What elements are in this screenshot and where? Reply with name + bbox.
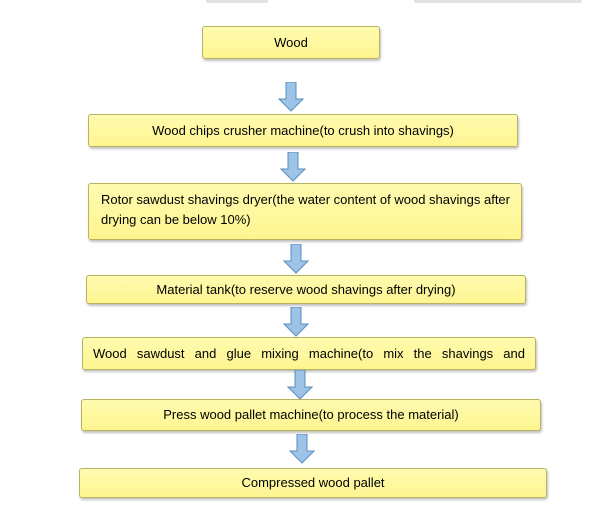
down-arrow-icon <box>287 370 313 400</box>
down-arrow-icon <box>289 434 315 464</box>
down-arrow-icon <box>278 82 304 112</box>
step-material-tank: Material tank(to reserve wood shavings a… <box>86 275 526 304</box>
step-press: Press wood pallet machine(to process the… <box>81 399 541 431</box>
step-mixing: Wood sawdust and glue mixing machine(to … <box>82 337 536 370</box>
step-crusher-label: Wood chips crusher machine(to crush into… <box>152 122 454 138</box>
step-dryer-label: Rotor sawdust shavings dryer(the water c… <box>101 192 510 227</box>
step-wood-label: Wood <box>274 34 308 50</box>
top-edge-fragment <box>206 0 268 3</box>
step-mixing-label: Wood sawdust and glue mixing machine(to … <box>93 345 525 361</box>
down-arrow-icon <box>280 152 306 182</box>
step-material-tank-label: Material tank(to reserve wood shavings a… <box>156 281 456 297</box>
down-arrow-icon <box>283 307 309 337</box>
step-dryer: Rotor sawdust shavings dryer(the water c… <box>88 183 522 240</box>
step-wood: Wood <box>202 26 380 59</box>
step-compressed-pallet: Compressed wood pallet <box>79 468 547 498</box>
top-edge-fragment <box>414 0 582 3</box>
step-crusher: Wood chips crusher machine(to crush into… <box>88 114 518 147</box>
step-press-label: Press wood pallet machine(to process the… <box>163 407 459 422</box>
step-compressed-pallet-label: Compressed wood pallet <box>241 475 385 490</box>
down-arrow-icon <box>283 244 309 274</box>
